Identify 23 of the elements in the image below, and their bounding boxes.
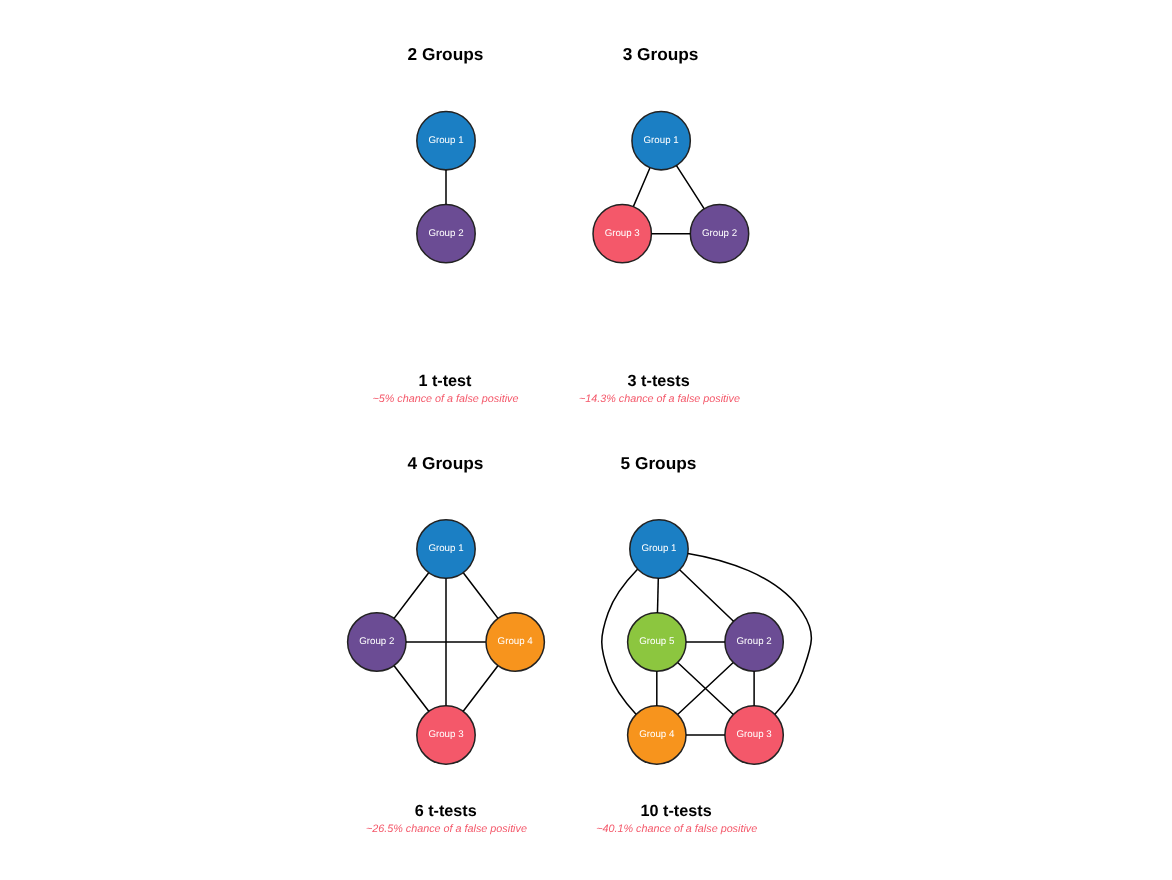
connector: [601, 568, 639, 715]
connector: [393, 572, 430, 620]
connector: [462, 572, 499, 620]
connector: [656, 670, 658, 707]
connector: [675, 164, 705, 210]
connector: [685, 641, 726, 643]
connector: [445, 577, 447, 707]
label: 4 Groups: [407, 452, 484, 473]
connector: [393, 665, 430, 713]
connector: [405, 641, 487, 643]
connector: [632, 167, 651, 208]
connector: [445, 169, 447, 206]
connector: [687, 552, 813, 715]
connector: [656, 577, 660, 614]
connector: [462, 665, 499, 713]
connector: [685, 734, 726, 736]
label: 3 Groups: [622, 44, 699, 65]
connector: [677, 662, 734, 715]
label: 5 Groups: [620, 452, 697, 473]
connector: [753, 670, 755, 707]
connector: [678, 569, 735, 622]
connector: [650, 232, 692, 235]
label: 2 Groups: [407, 44, 484, 65]
